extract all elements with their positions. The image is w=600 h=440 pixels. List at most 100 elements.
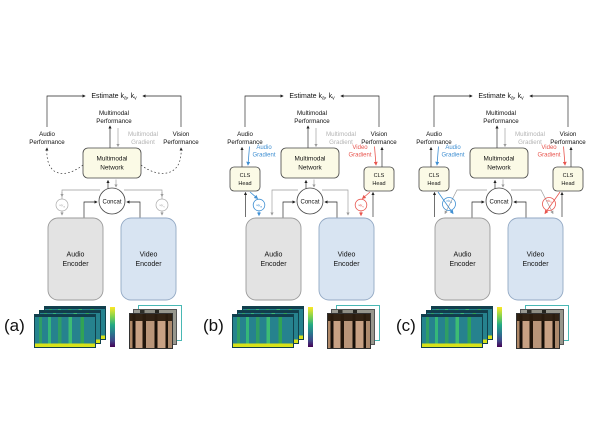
audio-encoder-label-2: Encoder (260, 261, 287, 268)
audio-feed-connector (83, 200, 98, 218)
cls-head-video-label: CLS (374, 173, 385, 179)
scale-ka-label: ×ka (256, 203, 262, 209)
multimodal-network-label-2: Network (100, 165, 124, 172)
audio-performance-label: Audio (237, 131, 253, 138)
audio-encoder-label-2: Encoder (62, 261, 89, 268)
video-encoder-label: Video (338, 252, 356, 259)
video-frames-image (516, 313, 560, 349)
multimodal-performance-label: Multimodal (486, 110, 516, 117)
audio-encoder-label-2: Encoder (449, 261, 476, 268)
spectrogram-image (421, 314, 483, 348)
cls-gradient-video-path (544, 191, 561, 215)
multimodal-performance-label-2: Performance (96, 118, 132, 125)
vision-performance-label-2: Performance (550, 139, 586, 146)
multimodal-performance-label: Multimodal (99, 110, 129, 117)
colorbar (110, 307, 115, 347)
cls-head-audio-box (229, 166, 261, 192)
audio-performance-label: Audio (426, 131, 442, 138)
multimodal-gradient-label-2: Gradient (518, 139, 542, 146)
concat-gradient-audio-path (444, 189, 487, 215)
cls-head-audio-label-2: Head (238, 181, 251, 187)
diagram-panel-b: Estimate ka, kv Multimodal Performance M… (215, 85, 405, 357)
cls-head-audio-label: CLS (429, 173, 440, 179)
scale-ka-node (55, 198, 69, 212)
spectrogram-image (232, 314, 294, 348)
video-encoder-label-2: Encoder (135, 261, 162, 268)
diagram-svg-c: Estimate ka, kv Multimodal Performance M… (416, 93, 586, 301)
cls-head-audio-label: CLS (240, 173, 251, 179)
vision-performance-label-2: Performance (163, 139, 199, 146)
audio-performance-label-2: Performance (227, 139, 263, 146)
multimodal-network-box (280, 147, 340, 179)
estimate-label: Estimate ka, kv (478, 93, 524, 101)
audio-feed-connector (471, 200, 485, 218)
multimodal-performance-label: Multimodal (297, 110, 327, 117)
audio-gradient-label: Audio (256, 145, 272, 151)
video-encoder-box (120, 217, 177, 301)
cls-head-video-label: CLS (563, 173, 574, 179)
multimodal-performance-label-2: Performance (294, 118, 330, 125)
concat-node (98, 187, 126, 215)
concat-node (485, 187, 513, 215)
cls-head-video-box (363, 166, 395, 192)
diagram-panel-c: Estimate ka, kv Multimodal Performance M… (404, 85, 594, 357)
audio-performance-label: Audio (39, 131, 55, 138)
concat-gradient-audio-path (270, 189, 298, 216)
colorbar (308, 307, 313, 347)
multimodal-gradient-label: Multimodal (128, 131, 158, 138)
scale-ka-label: ×ka (446, 198, 452, 204)
scale-kv-node (155, 198, 169, 212)
audio-gradient-arrow (435, 146, 440, 166)
video-gradient-arrow (562, 146, 567, 166)
multimodal-gradient-label: Multimodal (326, 131, 356, 138)
cls-gradient-video-in (361, 191, 371, 200)
multimodal-network-label: Multimodal (295, 156, 326, 163)
multimodal-network-label: Multimodal (484, 156, 515, 163)
cls-head-audio-box (418, 166, 450, 192)
video-feed-connector (513, 200, 527, 218)
video-encoder-box (507, 217, 564, 301)
multimodal-performance-label-2: Performance (483, 118, 519, 125)
audio-feed-connector (282, 200, 296, 218)
multimodal-gradient-label-2: Gradient (329, 139, 353, 146)
audio-gradient-label-2: Gradient (252, 153, 275, 159)
cls-head-video-box (552, 166, 584, 192)
video-encoder-label: Video (527, 252, 545, 259)
estimate-right-connector (529, 94, 569, 127)
vision-performance-label: Vision (560, 131, 577, 138)
estimate-right-connector (340, 94, 380, 127)
audio-performance-dotted-curve (45, 147, 84, 174)
audio-gradient-label-2: Gradient (441, 153, 464, 159)
panel-tag-c: (c) (396, 316, 416, 335)
scale-ka-node (252, 198, 266, 212)
estimate-label: Estimate ka, kv (91, 93, 137, 101)
multimodal-network-label-2: Network (298, 165, 322, 172)
multimodal-network-label: Multimodal (97, 156, 128, 163)
video-feed-connector (324, 200, 338, 218)
scale-kv-node (354, 198, 368, 212)
vision-performance-label: Vision (173, 131, 190, 138)
scale-ka-label: ×ka (59, 203, 65, 209)
video-encoder-box (318, 217, 375, 301)
audio-gradient-label: Audio (445, 145, 461, 151)
panel-tag-b: (b) (203, 316, 224, 335)
audio-encoder-box (434, 217, 491, 301)
video-gradient-label: Video (541, 145, 557, 151)
estimate-right-connector (142, 94, 182, 127)
vision-performance-dotted-curve (140, 147, 183, 174)
concat-node (296, 187, 324, 215)
cls-head-audio-label-2: Head (427, 181, 440, 187)
diagram-svg-b: Estimate ka, kv Multimodal Performance M… (227, 93, 397, 301)
video-encoder-label: Video (140, 252, 158, 259)
video-frames-image (129, 313, 173, 349)
multimodal-gradient-label: Multimodal (515, 131, 545, 138)
concat-label: Concat (489, 199, 508, 205)
multimodal-network-box (82, 147, 142, 179)
audio-encoder-label: Audio (454, 252, 472, 259)
audio-performance-label-2: Performance (29, 139, 65, 146)
estimate-left-connector (244, 94, 284, 127)
audio-encoder-box (47, 217, 104, 301)
scale-kv-label: ×kv (159, 203, 165, 209)
cls-gradient-audio-in (249, 191, 259, 200)
scale-ka-node (442, 197, 456, 211)
